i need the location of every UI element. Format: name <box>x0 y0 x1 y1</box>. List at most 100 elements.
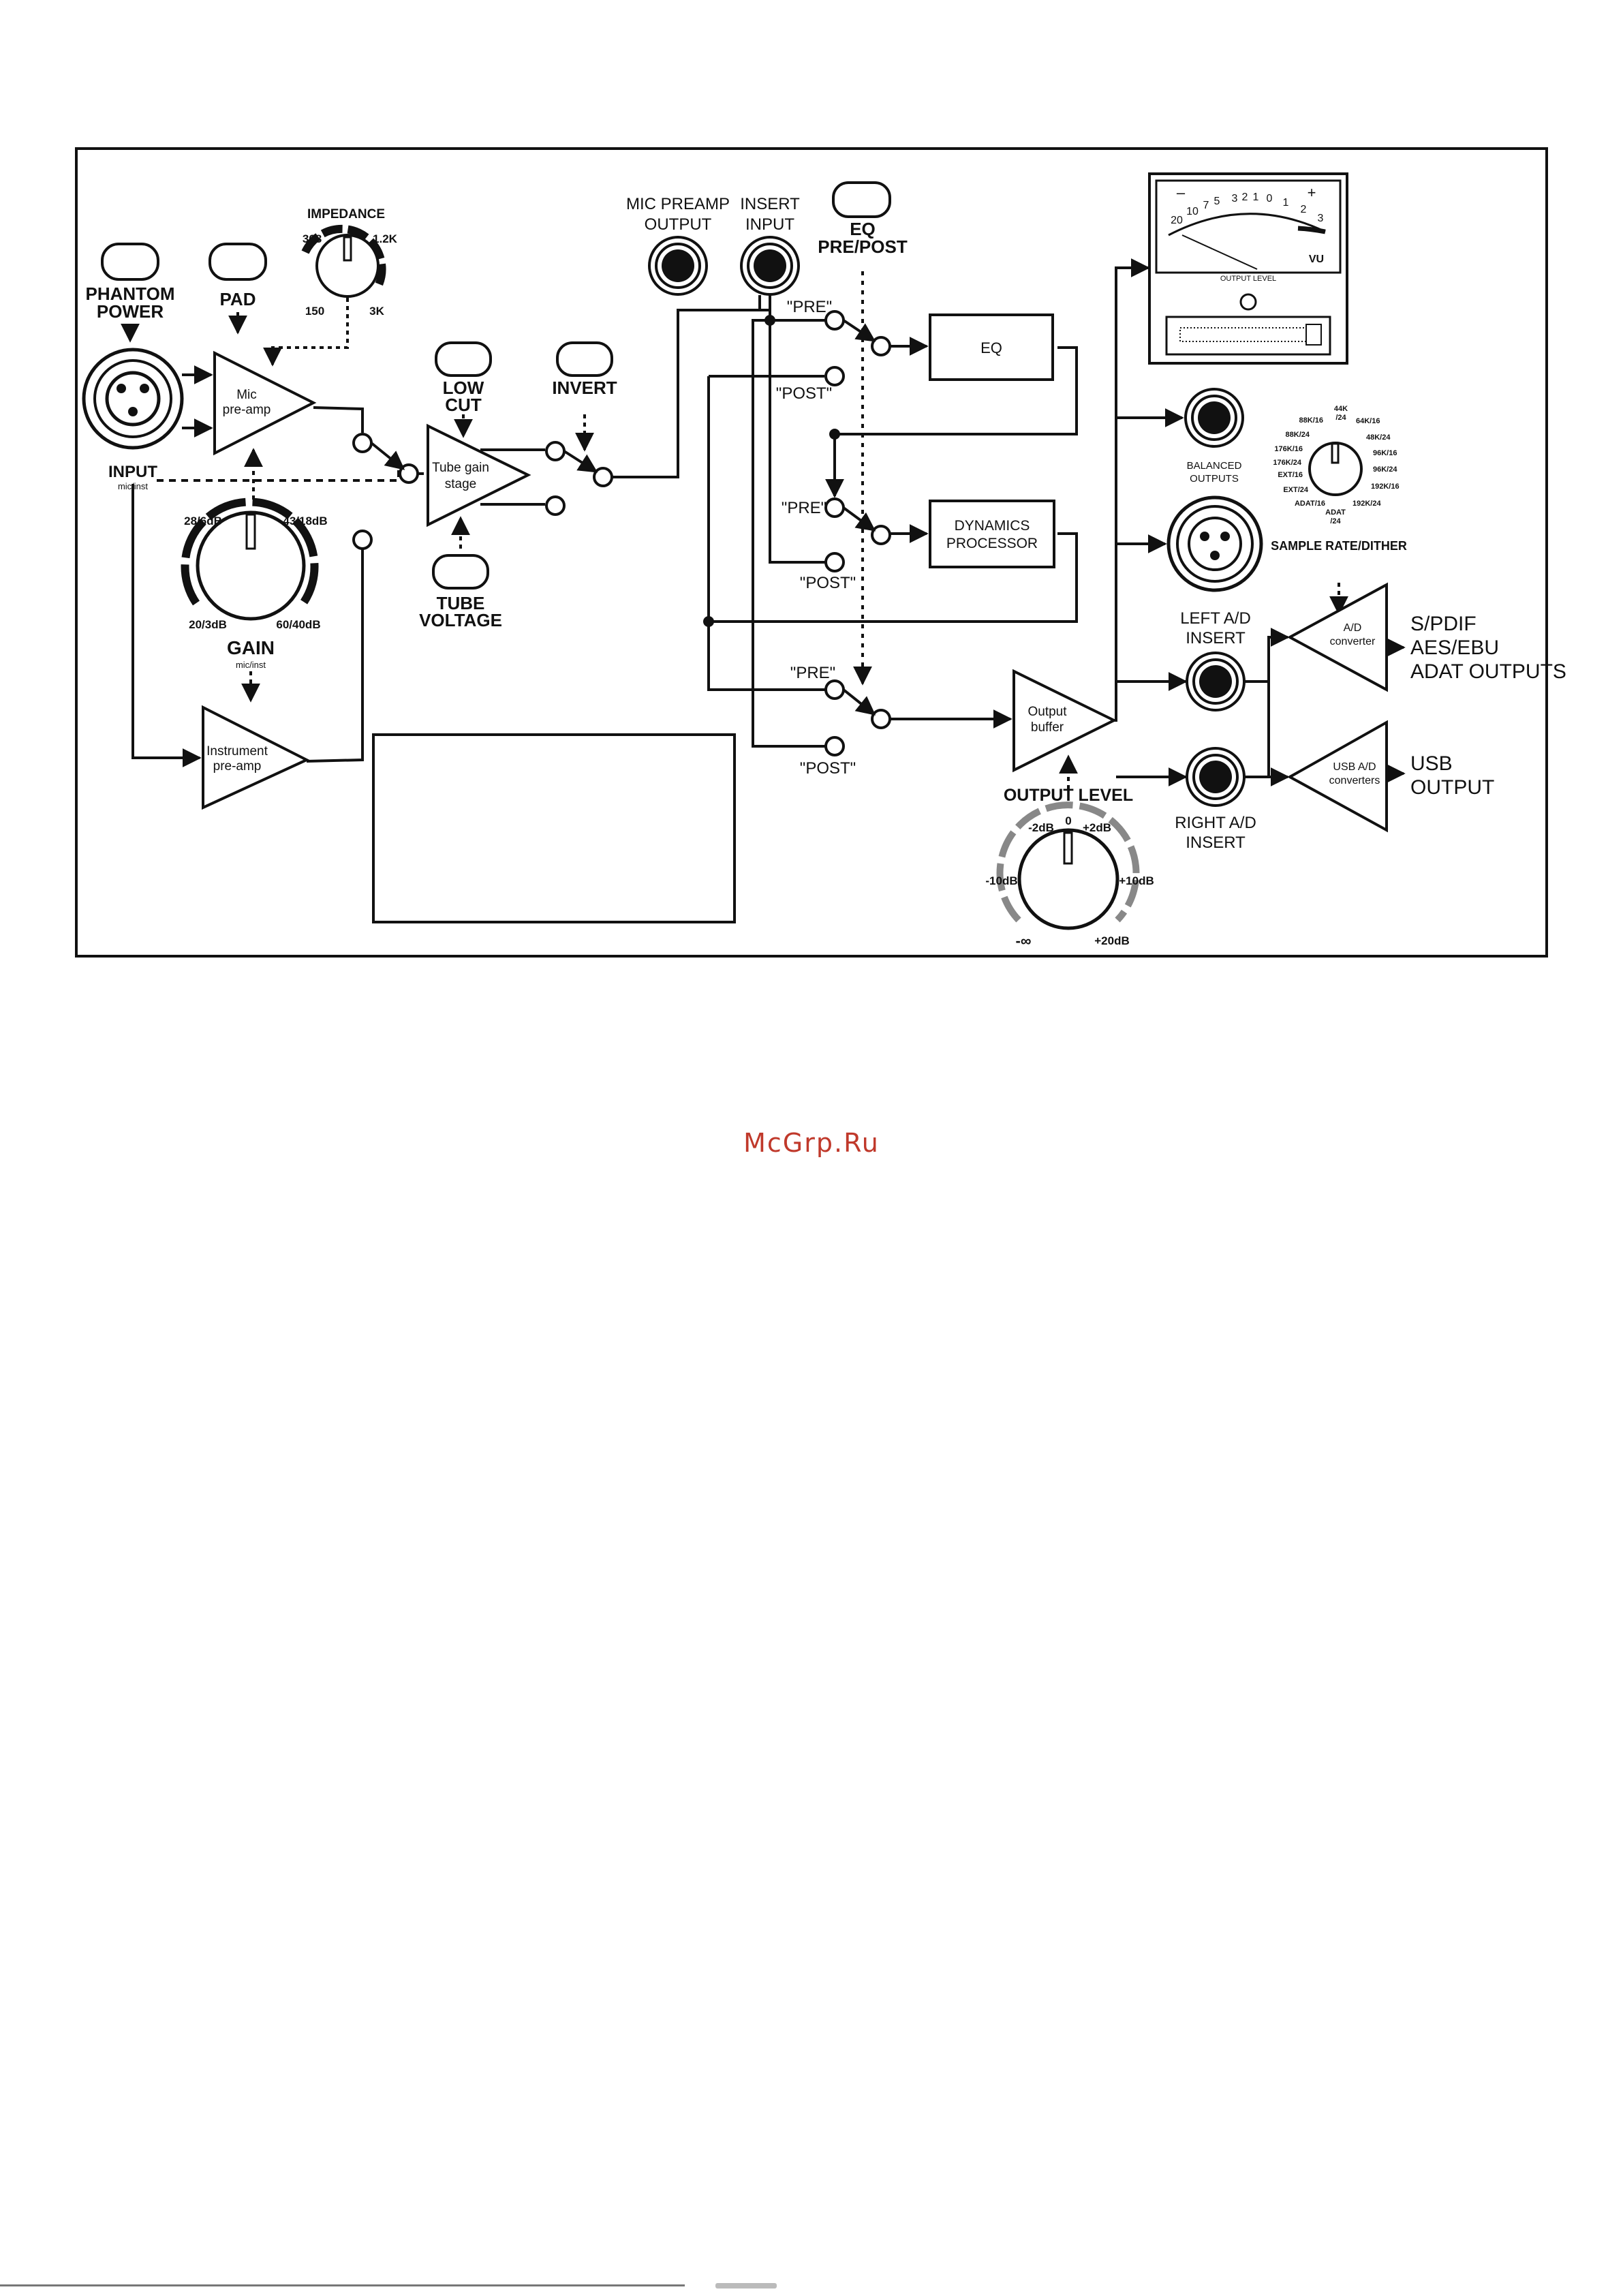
phantom-power-button[interactable] <box>101 243 159 281</box>
eq-pre-label: "PRE" <box>787 298 832 316</box>
pad-button[interactable] <box>208 243 267 281</box>
vu-indicator-led <box>1239 293 1257 311</box>
eq-switch-post-contact <box>824 366 845 386</box>
vu-caption: OUTPUT LEVEL <box>1220 275 1276 283</box>
vu-needle <box>1181 234 1258 270</box>
junction-eq-return <box>829 429 840 440</box>
output-switch-pre-contact <box>824 679 845 700</box>
dynamics-post-label: "POST" <box>800 574 856 592</box>
right-ad-insert-jack[interactable] <box>1186 747 1246 807</box>
gain-label: GAIN <box>227 637 275 658</box>
eq-block-label: EQ <box>980 339 1002 356</box>
output-pre-label: "PRE" <box>790 664 835 682</box>
sample-rate-dither-label: SAMPLE RATE/DITHER <box>1271 539 1407 553</box>
vu-label: VU <box>1309 254 1324 265</box>
junction-dynamics-return <box>703 616 714 627</box>
sample-rate-176k-16: 176K/16 <box>1274 445 1303 453</box>
vu-tick-3: 3 <box>1232 193 1238 204</box>
vu-tick-5: 5 <box>1214 196 1220 207</box>
dynamics-pre-label: "PRE" <box>782 499 826 517</box>
low-cut-button[interactable] <box>435 341 492 377</box>
tube-voltage-button[interactable] <box>432 554 489 590</box>
dynamics-processor-block <box>929 500 1055 568</box>
sample-rate-ticks: 44K /24 64K/16 48K/24 96K/16 96K/24 192K… <box>1273 405 1399 525</box>
output-level-knob[interactable] <box>1017 828 1119 930</box>
gain-knob[interactable] <box>196 510 306 621</box>
eq-block <box>929 313 1054 381</box>
insert-input-jack[interactable] <box>740 236 800 296</box>
sample-rate-88k-24: 88K/24 <box>1286 431 1310 439</box>
invert-button[interactable] <box>556 341 613 377</box>
sample-rate-192k-24: 192K/24 <box>1352 500 1381 508</box>
output-level-tick-plus-20db: +20dB <box>1094 934 1130 947</box>
eq-switch-common-contact <box>871 336 891 356</box>
pad-label: PAD <box>220 289 256 309</box>
output-switch-post-contact <box>824 736 845 756</box>
impedance-tick-1-2k: 1.2K <box>373 232 398 245</box>
gain-tick-60-40db: 60/40dB <box>276 618 320 631</box>
vu-bargraph <box>1179 327 1320 342</box>
invert-label: INVERT <box>552 378 617 398</box>
sample-rate-adat-16: ADAT/16 <box>1295 500 1325 508</box>
impedance-tick-150: 150 <box>305 305 324 318</box>
blank-note-box <box>372 733 736 923</box>
impedance-tick-368: 368 <box>303 232 322 245</box>
input-label: INPUT <box>108 463 157 481</box>
input-select-inst-contact <box>352 530 373 550</box>
gain-tick-28-6db: 28/6dB <box>184 515 222 527</box>
sample-rate-44k: 44K <box>1334 405 1348 413</box>
xlr-output-connector[interactable] <box>1166 495 1263 592</box>
gain-sublabel: mic/inst <box>236 660 266 670</box>
output-level-tick-0: 0 <box>1065 814 1071 827</box>
vu-tick-plus-3: 3 <box>1318 213 1324 224</box>
sample-rate-48k-24: 48K/24 <box>1366 433 1391 442</box>
vu-tick-plus-1: 1 <box>1283 197 1289 209</box>
vu-tick-10: 10 <box>1186 206 1199 217</box>
impedance-knob[interactable] <box>315 234 380 298</box>
sample-rate-ext-24: EXT/24 <box>1283 486 1309 494</box>
input-combo-jack[interactable] <box>82 348 184 450</box>
left-ad-insert-jack[interactable] <box>1186 652 1246 711</box>
sample-rate-88k-16: 88K/16 <box>1299 416 1323 425</box>
output-post-label: "POST" <box>800 759 856 778</box>
balanced-outputs-jack[interactable] <box>1184 388 1244 448</box>
dynamics-switch-post-contact <box>824 552 845 572</box>
invert-inverted-contact <box>545 495 566 516</box>
mic-preamp-output-jack[interactable] <box>648 236 708 296</box>
vu-tick-0: 0 <box>1267 193 1273 204</box>
mic-preamp-block <box>213 350 317 456</box>
vu-tick-7: 7 <box>1203 200 1209 211</box>
output-bus-wiring <box>1114 258 1406 786</box>
junction-insert <box>764 315 775 326</box>
sample-rate-64k-16: 64K/16 <box>1356 417 1380 425</box>
footer-rule <box>0 2284 685 2286</box>
sample-rate-176k-24: 176K/24 <box>1273 459 1301 467</box>
vu-plus: + <box>1308 184 1316 201</box>
dynamics-switch-pre-contact <box>824 498 845 518</box>
output-level-tick-plus-10db: +10dB <box>1119 874 1154 887</box>
output-level-tick-minus-2db: -2dB <box>1028 821 1054 834</box>
eq-pre-post-button[interactable] <box>832 181 891 218</box>
input-select-mic-contact <box>352 433 373 453</box>
gain-tick-43-18db: 43/18dB <box>283 515 327 527</box>
footer-mark <box>715 2283 777 2289</box>
output-level-tick-plus-2db: +2dB <box>1083 821 1111 834</box>
vu-minus: – <box>1177 184 1186 201</box>
input-wiring <box>121 298 400 767</box>
